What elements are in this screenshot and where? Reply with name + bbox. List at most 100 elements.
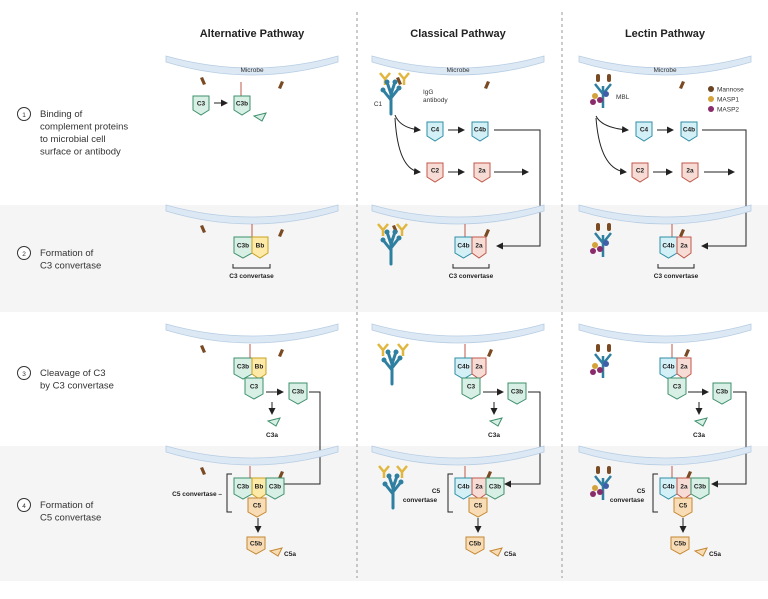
- c3b2-r4-alt: C3b: [265, 477, 285, 500]
- step-number-badge: [17, 498, 31, 512]
- c1-head: [397, 355, 403, 361]
- a2-r4-lec-label: 2a: [680, 484, 688, 491]
- igg-label: IgG: [423, 89, 433, 96]
- c3b-r4-alt-shape: [233, 477, 253, 500]
- c3-alt-r1-label: C3: [197, 101, 206, 108]
- membrane-band: [371, 204, 545, 225]
- legend-label: Mannose: [717, 87, 744, 94]
- c5a-label-cl: C5a: [504, 551, 516, 558]
- igg-label: antibody: [423, 97, 448, 104]
- surface-receptor: [200, 77, 206, 85]
- a2-lectin: 2a: [681, 162, 699, 183]
- c3b-r4-alt-label: C3b: [237, 484, 249, 491]
- c4b-lectin-label: C4b: [683, 127, 695, 134]
- bracket-label: C3 convertase: [654, 273, 699, 280]
- c4b-r4-cl-label: C4b: [457, 484, 469, 491]
- antibody-shape: [377, 223, 389, 236]
- c5-r4-cl-label: C5: [474, 503, 483, 510]
- surface-receptor: [487, 349, 493, 357]
- surface-receptor: [200, 225, 206, 233]
- c1-complex: [380, 79, 402, 116]
- microbe-membrane: [578, 445, 752, 466]
- a2-conv-cl-shape: [471, 236, 487, 259]
- a2-r3-cl-label: 2a: [475, 364, 483, 371]
- c5-r4-alt-shape: [247, 497, 267, 518]
- c4b-r4-lec-shape: [659, 477, 678, 500]
- c1-stalk: [383, 474, 403, 510]
- c1-head: [382, 481, 388, 487]
- c3b-conv-alt-shape: [233, 236, 253, 259]
- c5-convertase-bracket: [447, 473, 453, 513]
- membrane-band: [165, 323, 339, 344]
- bracket-label: C3 convertase: [229, 273, 274, 280]
- c2-lectin-shape: [631, 162, 649, 183]
- c3-r3-alt-shape: [244, 377, 264, 400]
- c3-r3-lec-shape: [667, 377, 687, 400]
- membrane-band: [578, 204, 752, 225]
- legend-item: Mannose: [708, 86, 744, 94]
- c3a-fragment-r1-shape: [252, 112, 267, 122]
- legend-swatch: [708, 96, 714, 102]
- bb-r3-alt: Bb: [251, 357, 267, 380]
- c3b-conv-alt-label: C3b: [237, 243, 249, 250]
- surface-receptor: [278, 229, 284, 237]
- c5-convertase-label-cl: C5: [432, 488, 441, 495]
- surface-receptor: [679, 81, 685, 89]
- c5-r4-cl: C5: [468, 497, 488, 518]
- step-text-line: C5 convertase: [40, 513, 101, 524]
- c1-stalk: [381, 230, 401, 266]
- c3b-r3-alt-label: C3b: [237, 364, 249, 371]
- c3a-r3-cl: C3a: [488, 417, 503, 439]
- bracket-label: C3 convertase: [449, 273, 494, 280]
- c4b-lectin-shape: [680, 121, 698, 142]
- mannose-mark: [596, 466, 600, 474]
- masp1-dot: [592, 93, 598, 99]
- c5a-fragment-cl: [488, 547, 503, 557]
- step-text-line: Formation of: [40, 500, 94, 511]
- masp1-dot: [592, 363, 598, 369]
- c3b-product-alt-label: C3b: [292, 389, 304, 396]
- c3-r3-cl: C3: [461, 377, 481, 400]
- c3-r3-alt-label: C3: [250, 384, 259, 391]
- c4b-classical-shape: [471, 121, 489, 142]
- surface-receptor: [200, 345, 206, 353]
- c4-lectin: C4: [635, 121, 653, 142]
- c5a-fragment-alt-shape: [268, 547, 283, 557]
- microbe-membrane: [165, 323, 339, 344]
- c3b-r4-lec-label: C3b: [694, 484, 706, 491]
- surface-receptor: [679, 229, 685, 237]
- c5a-fragment-alt: [268, 547, 283, 557]
- c1-head: [385, 349, 391, 355]
- igg-antibody: [396, 223, 408, 236]
- step-number: 3: [22, 371, 26, 378]
- c4-lectin-shape: [635, 121, 653, 142]
- c5a-fragment-cl-shape: [488, 547, 503, 557]
- step-label-4: 4 Formation of C5 convertase: [17, 498, 101, 524]
- antibody-shape: [377, 343, 389, 356]
- c4b-r3-cl-shape: [454, 357, 473, 380]
- masp1-dot: [592, 485, 598, 491]
- c3-r3-cl-shape: [461, 377, 481, 400]
- a2-r4-lec-shape: [676, 477, 692, 500]
- c3b-r3-alt: C3b: [233, 357, 253, 380]
- c1-stalk: [382, 350, 402, 386]
- a2-conv-cl: 2a: [471, 236, 487, 259]
- c4b-r4-cl: C4b: [454, 477, 473, 500]
- legend-item: MASP1: [708, 96, 739, 104]
- c3b-product-cl: C3b: [507, 382, 527, 405]
- masp-dot: [603, 483, 609, 489]
- c3-r3-alt: C3: [244, 377, 264, 400]
- c5-r4-alt-label: C5: [253, 503, 262, 510]
- c3b-product-alt: C3b: [288, 382, 308, 405]
- membrane-band: [578, 55, 752, 76]
- step-number: 4: [22, 503, 26, 510]
- a2-lectin-label: 2a: [686, 168, 694, 175]
- c3b-r3-alt-shape: [233, 357, 253, 380]
- c3-r3-cl-label: C3: [467, 384, 476, 391]
- c3a-r3-cl-label: C3a: [488, 432, 500, 439]
- bb-r4-alt-shape: [251, 477, 267, 500]
- c4-classical-shape: [426, 121, 444, 142]
- a2-classical-label: 2a: [478, 168, 486, 175]
- c4b-r4-lec-label: C4b: [662, 484, 674, 491]
